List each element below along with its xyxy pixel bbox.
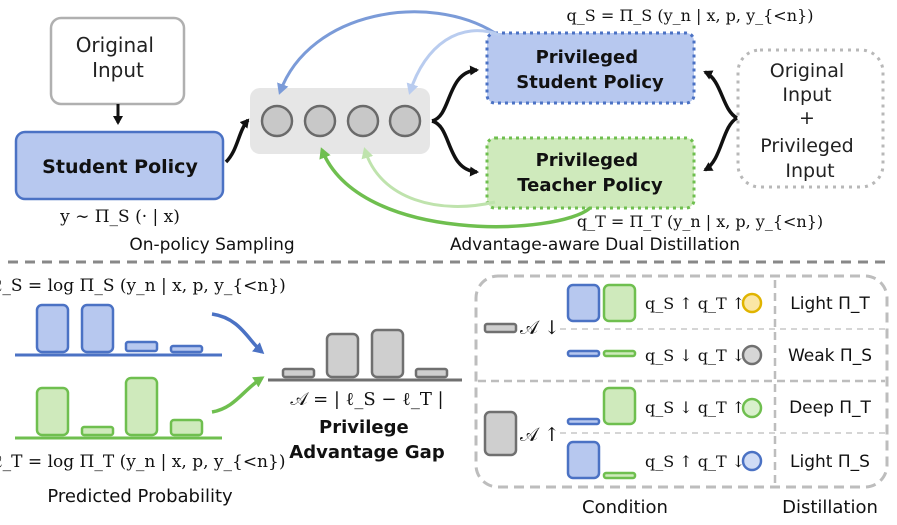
predicted-probability-label: Predicted Probability	[47, 486, 233, 507]
teacher-to-gap-arrow	[211, 376, 265, 414]
row2-condition: q_S ↓ q_T ↓	[645, 346, 745, 365]
row3-indicator-dot	[741, 397, 763, 419]
student-policy-label: Student Policy	[42, 156, 198, 178]
row1-distillation: Light Π_T	[790, 294, 870, 314]
svg-text:Original Input: Original Input	[76, 33, 161, 82]
row2-green-bar	[602, 349, 637, 358]
a-down-bar-icon	[483, 322, 518, 334]
row3-condition: q_S ↓ q_T ↑	[645, 398, 745, 417]
svg-text:Privileged Student Policy: Privileged Student Policy	[516, 47, 664, 93]
token-circle-4	[388, 104, 422, 138]
privileged-input-line1: Original	[770, 60, 844, 82]
student-bar-4	[169, 344, 204, 354]
row2-blue-bar	[566, 349, 601, 358]
qs-formula: q_S = Π_S (y_n | x, p, y_{<n})	[567, 6, 814, 25]
row4-indicator-dot	[741, 450, 763, 472]
row4-condition: q_S ↑ q_T ↓	[645, 452, 745, 471]
teacher-bar-4	[169, 418, 204, 437]
student-policy-formula: y ∼ Π_S (· | x)	[59, 207, 180, 227]
row4-distillation: Light Π_S	[790, 452, 870, 472]
condition-table	[474, 274, 889, 489]
student-to-samples-arrow	[224, 118, 250, 164]
teacher-bar-1	[35, 386, 70, 437]
gap-formula: 𝒜 = | ℓ_S − ℓ_T |	[290, 389, 443, 410]
condition-header: Condition	[582, 497, 668, 518]
svg-text:Privilege Advantage Gap: Privilege Advantage Gap	[289, 417, 445, 463]
row1-blue-bar	[566, 283, 601, 323]
privileged-teacher-line2: Teacher Policy	[517, 175, 663, 196]
ls-formula: ℓ_S = log Π_S (y_n | x, p, y_{<n})	[0, 276, 286, 296]
row4-green-bar	[602, 471, 637, 480]
privileged-student-line1: Privileged	[536, 47, 639, 68]
priv-input-to-teacher-arrow	[703, 116, 739, 172]
token-circle-2	[303, 104, 337, 138]
a-down-label: 𝒜 ↓	[520, 317, 560, 339]
gap-bar-3	[370, 328, 405, 379]
dual-distillation-label: Advantage-aware Dual Distillation	[450, 235, 740, 255]
a-up-label: 𝒜 ↑	[520, 424, 560, 446]
student-policy-box	[14, 130, 225, 201]
svg-text:Original Input + P: Original Input + Privileged Input	[760, 60, 860, 182]
student-bar-1	[35, 303, 70, 354]
student-bar-3	[124, 340, 159, 353]
original-input-line1: Original	[76, 33, 154, 57]
row4-blue-bar	[566, 440, 601, 480]
gap-bar-4	[414, 367, 449, 379]
priv-student-feedback-dark	[277, 10, 496, 95]
privileged-input-line3: +	[799, 107, 815, 129]
distillation-header: Distillation	[782, 497, 878, 518]
panel-to-priv-student-arrow	[431, 65, 479, 123]
token-circle-1	[260, 104, 294, 138]
svg-text:Privileged Teacher Policy: Privileged Teacher Policy	[517, 150, 663, 196]
student-bar-2	[80, 303, 115, 354]
privileged-input-line2: Input	[782, 84, 831, 106]
row3-distillation: Deep Π_T	[789, 398, 871, 418]
lt-formula: ℓ_T = log Π_T (y_n | x, p, y_{<n})	[0, 452, 285, 472]
a-up-bar-icon	[483, 410, 518, 457]
priv-input-to-student-arrow	[703, 70, 739, 120]
token-circle-3	[346, 104, 380, 138]
row1-condition: q_S ↑ q_T ↑	[645, 294, 745, 313]
panel-to-priv-teacher-arrow	[431, 119, 479, 177]
row1-indicator-dot	[741, 292, 763, 314]
gap-bar-1	[281, 367, 316, 379]
privileged-teacher-box	[485, 136, 696, 210]
privileged-teacher-line1: Privileged	[536, 150, 639, 171]
teacher-bar-3	[124, 376, 159, 437]
gap-bar-2	[325, 332, 360, 379]
row2-distillation: Weak Π_S	[788, 346, 872, 366]
privileged-input-line5: Input	[785, 160, 834, 182]
original-input-line2: Input	[92, 58, 144, 82]
privileged-student-box	[485, 31, 696, 105]
on-policy-sampling-label: On-policy Sampling	[129, 235, 294, 255]
qt-formula: q_T = Π_T (y_n | x, p, y_{<n})	[577, 212, 823, 231]
privileged-input-box	[736, 48, 885, 189]
privileged-input-line4: Privileged	[760, 135, 854, 157]
student-to-gap-arrow	[211, 312, 265, 354]
row1-green-bar	[602, 283, 637, 323]
priv-teacher-feedback-dark	[319, 147, 592, 229]
row3-green-bar	[602, 386, 637, 426]
row2-indicator-dot	[741, 344, 763, 366]
gap-label-line2: Advantage Gap	[289, 442, 445, 463]
privileged-student-line2: Student Policy	[516, 72, 664, 93]
teacher-bar-2	[80, 425, 115, 437]
sampled-tokens-panel	[250, 88, 430, 154]
gap-label-line1: Privilege	[319, 417, 409, 438]
priv-student-feedback-light	[406, 29, 501, 95]
priv-teacher-feedback-light	[361, 147, 496, 208]
row3-blue-bar	[566, 417, 601, 426]
